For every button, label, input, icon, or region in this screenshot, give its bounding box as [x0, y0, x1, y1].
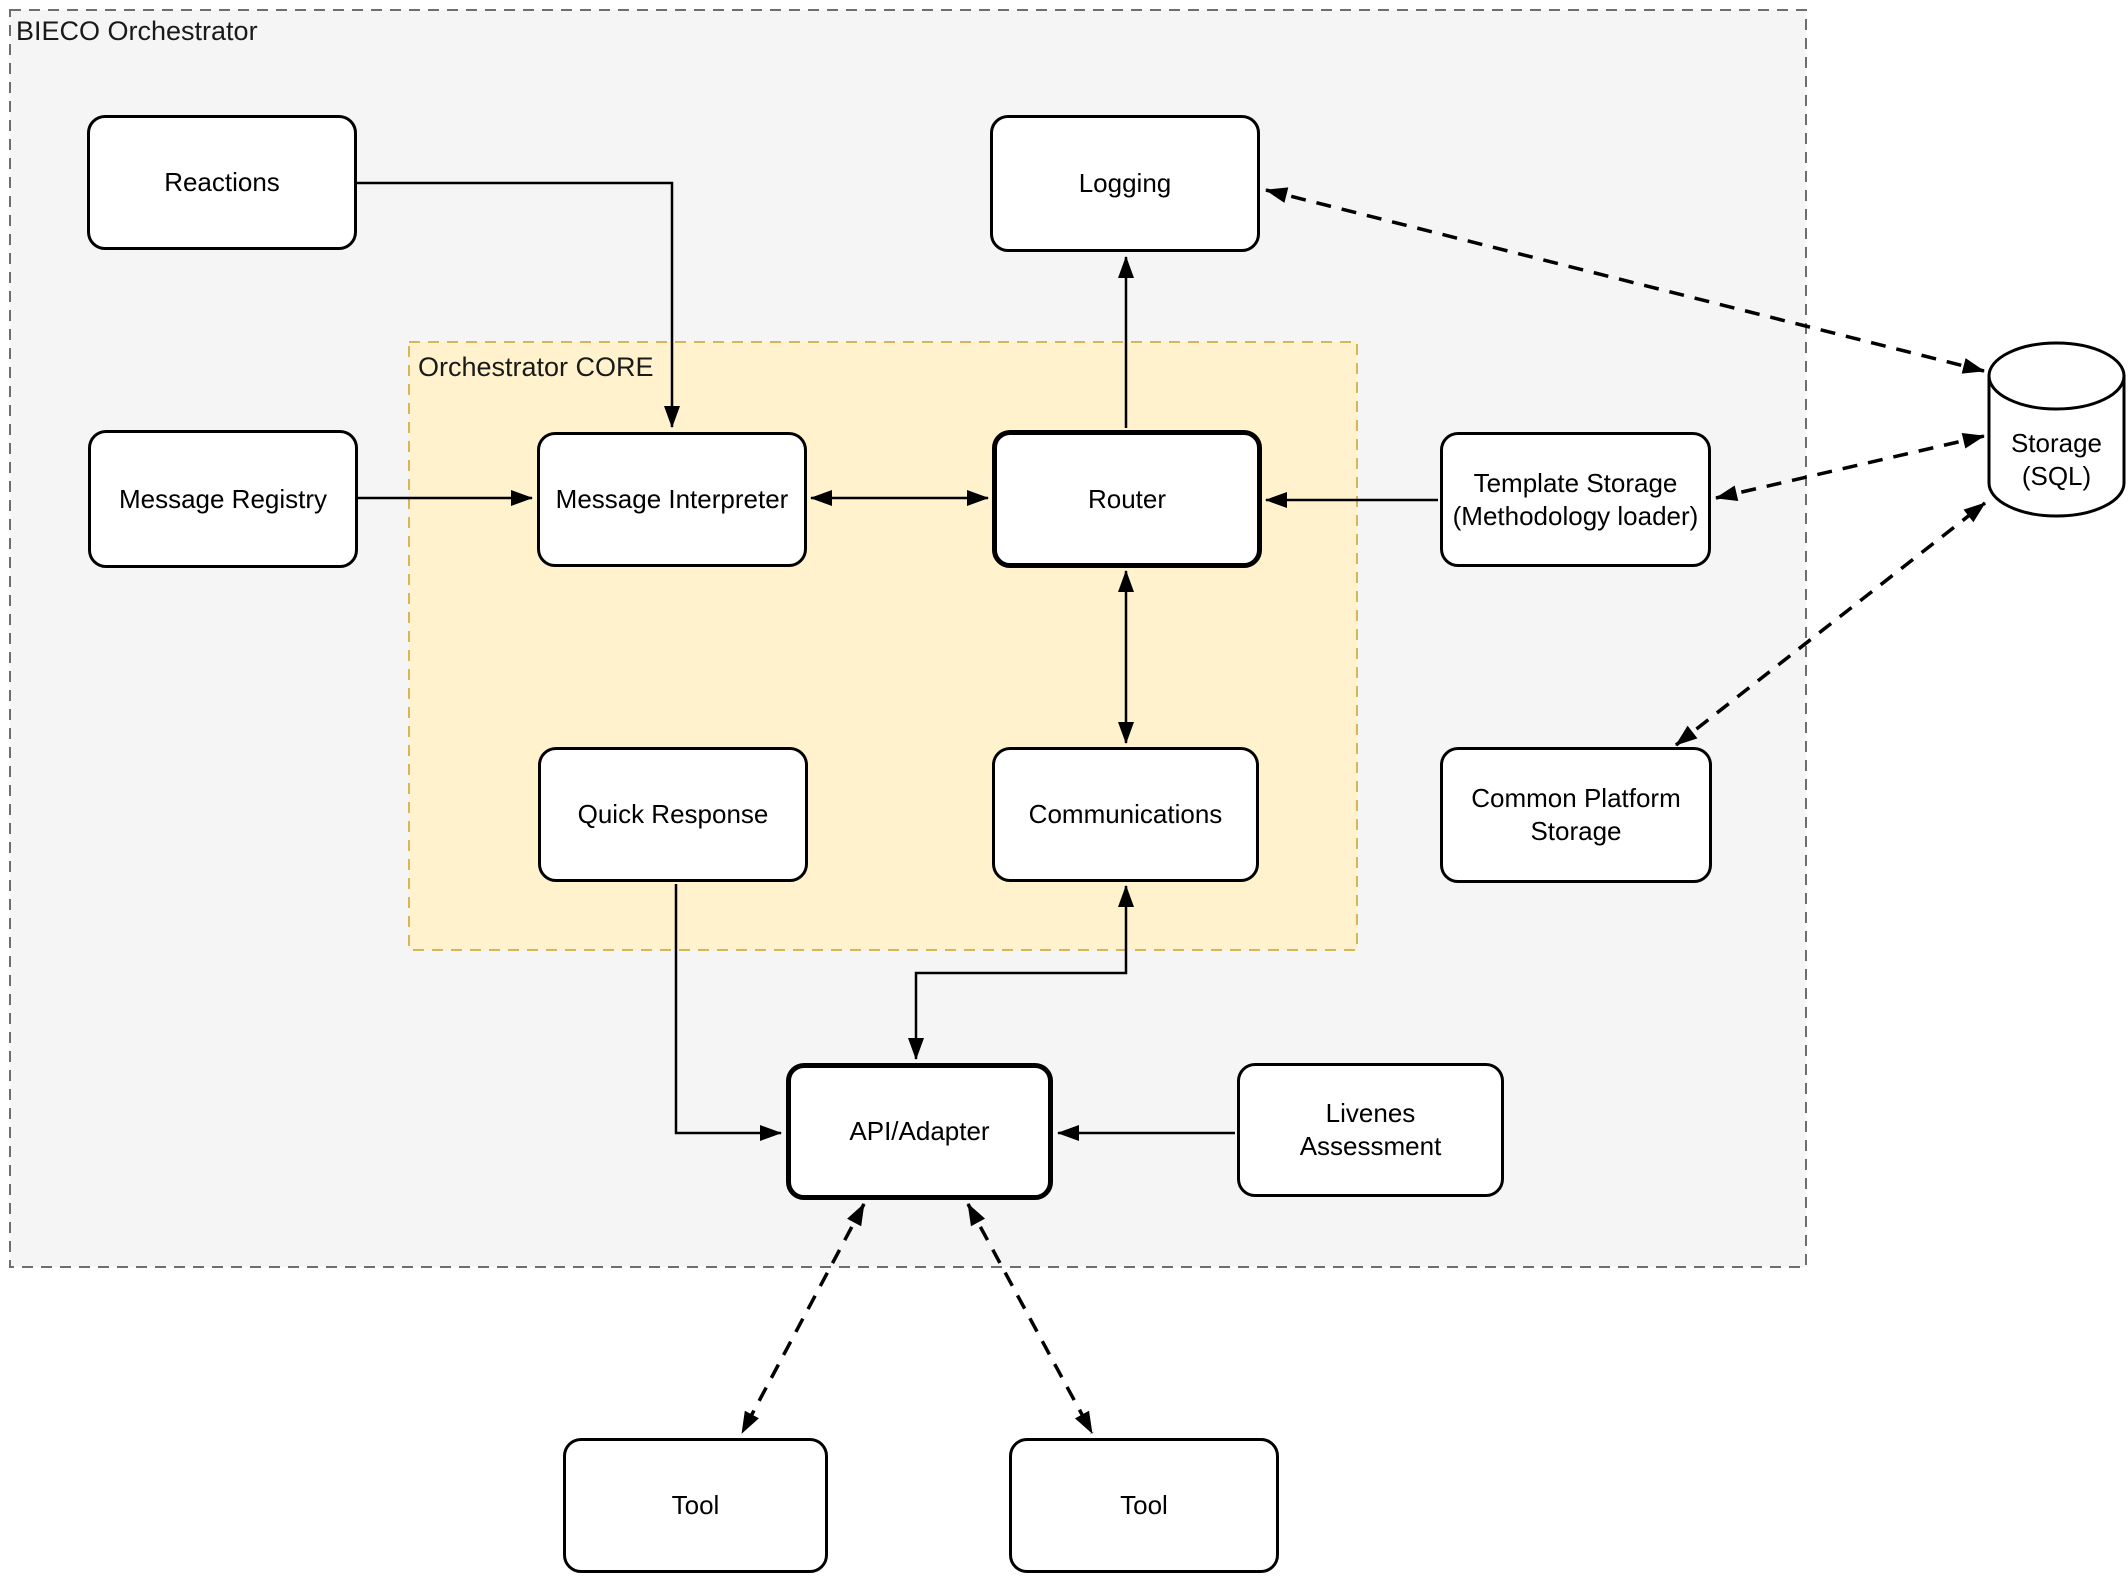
storage-sql-cylinder	[1987, 341, 2126, 518]
node-storage-sql-label-line2: (SQL)	[2021, 461, 2092, 491]
node-message-registry: Message Registry	[88, 430, 358, 568]
edge-common-platform-storage-storage-sql-bidirectional	[1674, 501, 1987, 747]
node-communications: Communications	[992, 747, 1259, 882]
edge-api-adapter-tool-left-bidirectional	[740, 1203, 866, 1434]
node-livenes-assessment-label-line1: Livenes	[1325, 1098, 1416, 1128]
edge-api-adapter-tool-right-bidirectional	[966, 1203, 1094, 1434]
node-reactions: Reactions	[87, 115, 357, 250]
node-template-storage: Template Storage (Methodology loader)	[1440, 432, 1711, 567]
bieco-orchestrator-title: BIECO Orchestrator	[16, 16, 258, 46]
node-logging: Logging	[990, 115, 1260, 252]
orchestrator-core-title: Orchestrator CORE	[418, 352, 654, 382]
node-logging-label: Logging	[1078, 168, 1172, 198]
node-common-platform-storage-label-line1: Common Platform	[1471, 783, 1681, 813]
node-api-adapter: API/Adapter	[786, 1063, 1053, 1200]
node-message-interpreter-label: Message Interpreter	[555, 484, 789, 514]
node-storage-sql-label: Storage (SQL)	[1989, 427, 2124, 493]
edge-reactions-to-message-interpreter	[357, 181, 680, 428]
node-tool-right: Tool	[1009, 1438, 1279, 1573]
node-livenes-assessment-label-line2: Assessment	[1299, 1131, 1442, 1161]
edge-logging-storage-sql-bidirectional	[1265, 187, 1985, 374]
node-tool-right-label: Tool	[1120, 1490, 1168, 1520]
node-router-label: Router	[1087, 483, 1167, 514]
node-tool-left-label: Tool	[671, 1490, 720, 1520]
edge-quick-response-to-api-adapter	[674, 884, 782, 1141]
node-communications-label: Communications	[1028, 799, 1223, 829]
node-livenes-assessment: Livenes Assessment	[1237, 1063, 1504, 1197]
node-reactions-label: Reactions	[164, 167, 280, 197]
node-router: Router	[992, 430, 1262, 568]
edge-api-adapter-communications-bidirectional	[908, 885, 1134, 1060]
node-common-platform-storage-label-line2: Storage	[1530, 816, 1622, 846]
node-common-platform-storage: Common Platform Storage	[1440, 747, 1712, 883]
node-message-registry-label: Message Registry	[118, 483, 328, 514]
node-message-interpreter: Message Interpreter	[537, 432, 807, 567]
node-tool-left: Tool	[563, 1438, 828, 1573]
node-api-adapter-label: API/Adapter	[849, 1116, 990, 1146]
edge-template-storage-storage-sql-bidirectional	[1715, 432, 1985, 502]
node-template-storage-label-line2: (Methodology loader)	[1452, 500, 1699, 531]
node-quick-response: Quick Response	[538, 747, 808, 882]
node-template-storage-label-line1: Template Storage	[1473, 467, 1678, 498]
node-quick-response-label: Quick Response	[577, 799, 769, 829]
node-storage-sql-label-line1: Storage	[2010, 428, 2103, 458]
